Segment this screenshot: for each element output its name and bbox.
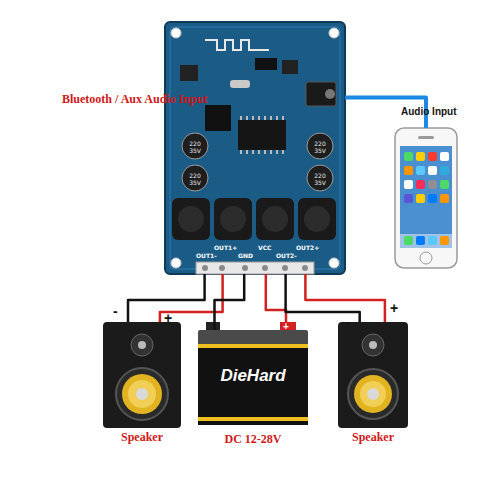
polarity-sign: -: [346, 314, 351, 330]
capacitor-value: 220 35V: [312, 172, 328, 186]
voltage-label: DC 12-28V: [198, 432, 308, 447]
speaker-right: [338, 322, 408, 428]
phone: Audio Input: [395, 128, 457, 268]
speaker-box: Speaker: [103, 322, 181, 428]
polarity-sign: -: [113, 303, 118, 319]
board-title: Bluetooth / Aux Audio Input: [62, 92, 207, 107]
speaker-box: Speaker: [338, 322, 408, 428]
pin-name: VCC: [258, 244, 271, 251]
polarity-sign: +: [390, 300, 398, 316]
pin-name: OUT1+: [214, 244, 237, 251]
speaker-label: Speaker: [338, 430, 408, 445]
pin-name: GND: [238, 252, 253, 259]
capacitor-value: 220 35V: [187, 172, 203, 186]
phone: [395, 128, 457, 268]
pin-name: OUT1-: [196, 252, 217, 259]
wire: [305, 274, 385, 322]
battery-brand: DieHard: [198, 366, 308, 386]
polarity-sign: +: [283, 321, 289, 332]
input-label: Audio Input: [401, 106, 457, 117]
speaker-label: Speaker: [103, 430, 181, 445]
battery-box: DieHardDC 12-28V: [198, 330, 308, 425]
capacitor-value: 220 35V: [312, 140, 328, 154]
wire: [215, 274, 245, 330]
capacitor-value: 220 35V: [187, 140, 203, 154]
amplifier-board: [165, 22, 345, 274]
car-battery: [198, 322, 308, 425]
pin-name: OUT2-: [276, 252, 297, 259]
speaker-left: [103, 322, 181, 428]
wire: [266, 274, 286, 330]
polarity-sign: +: [164, 310, 172, 326]
pin-name: OUT2+: [296, 244, 319, 251]
